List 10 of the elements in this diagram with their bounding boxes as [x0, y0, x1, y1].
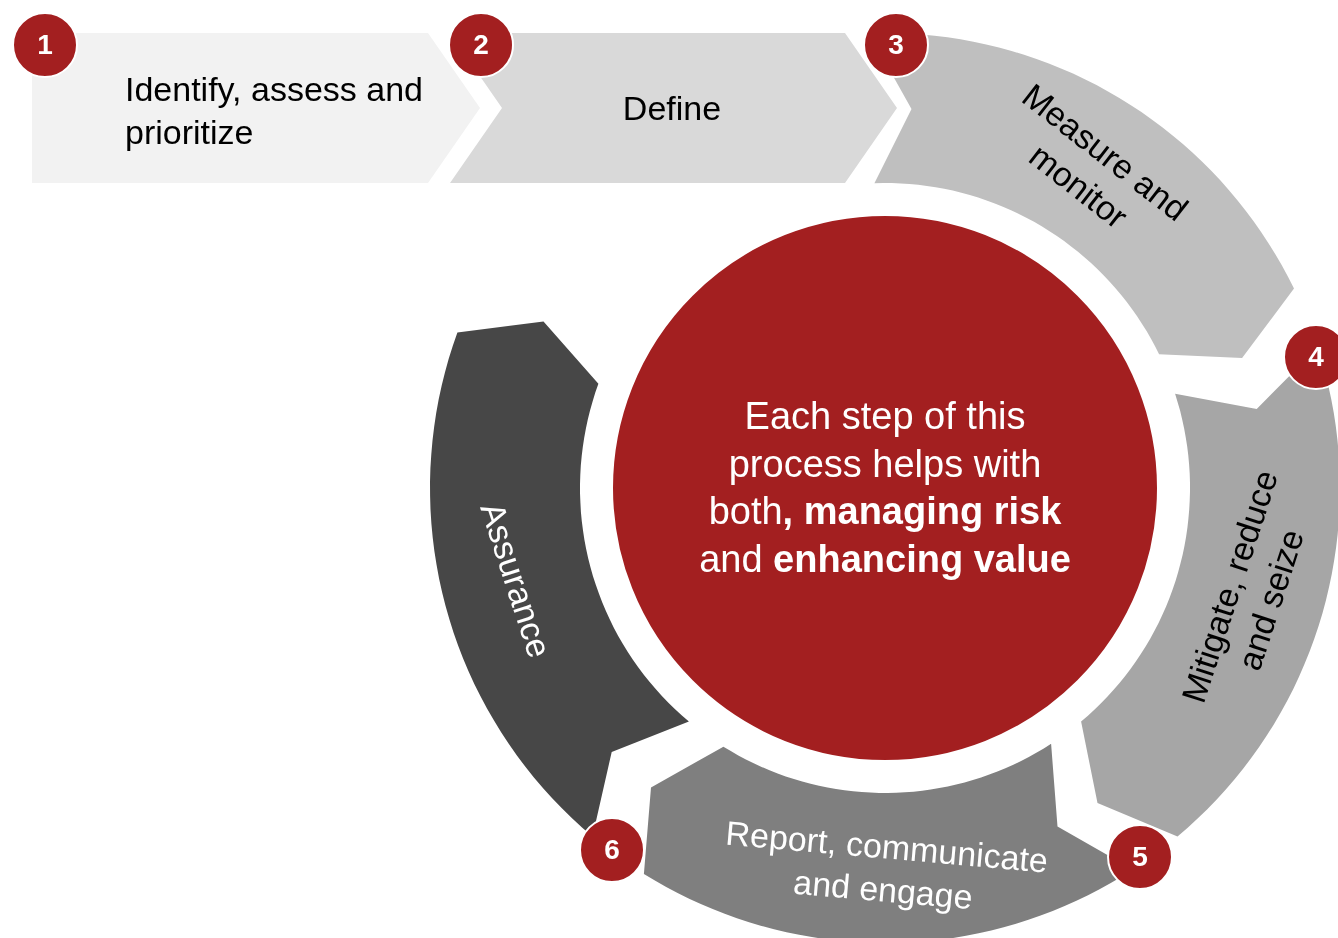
step-number: 6	[604, 834, 620, 866]
step-number: 3	[888, 29, 904, 61]
center-message: Each step of this process helps with both, managing risk and enhancing value	[698, 394, 1072, 582]
step-number: 5	[1132, 841, 1148, 873]
step-number: 1	[37, 29, 53, 61]
step-number: 2	[473, 29, 489, 61]
step-label: Report, communicate and engage	[723, 812, 1051, 918]
step-number: 4	[1308, 341, 1324, 373]
step-label: Identify, assess and prioritize	[125, 68, 424, 153]
step-label: Define	[621, 87, 723, 129]
